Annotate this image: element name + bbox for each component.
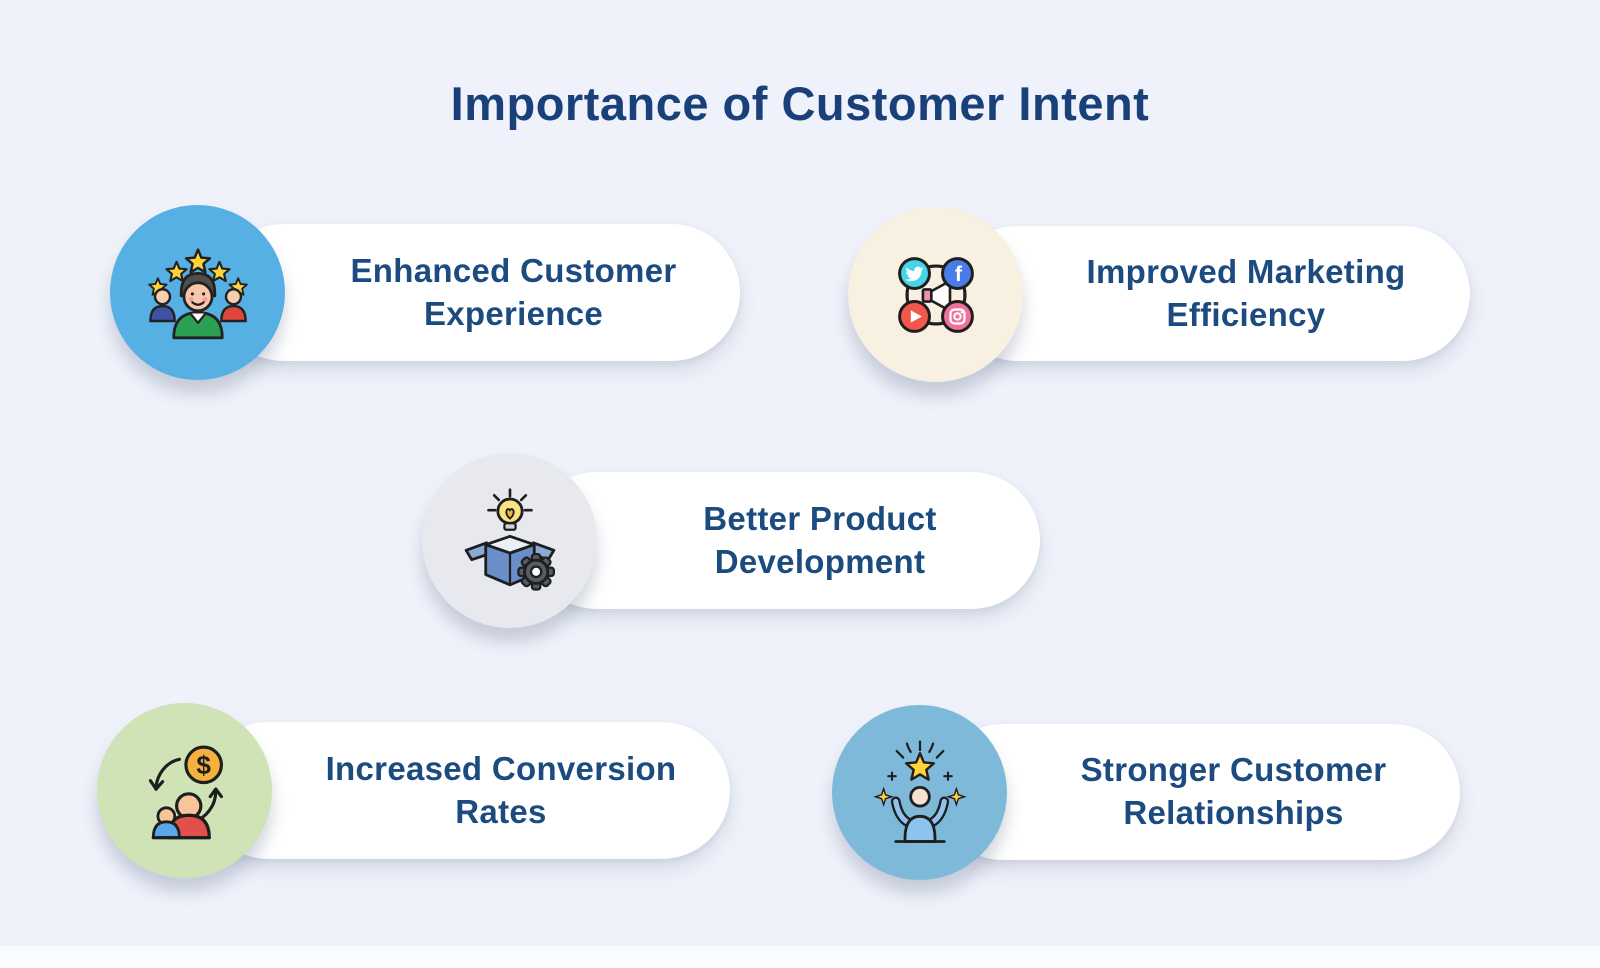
label-pill: Enhanced Customer Experience [215,224,740,361]
icon-circle [110,205,285,380]
label-pill: Better Product Development [528,472,1040,609]
person-celebration-star-icon [874,740,965,843]
benefit-label: Better Product Development [703,499,937,580]
icon-circle: f [848,207,1023,382]
svg-text:$: $ [196,750,211,780]
idea-box-gear-icon [464,487,555,591]
benefit-label: Improved Marketing Efficiency [1086,252,1406,333]
icon-circle: $ [97,703,272,878]
benefit-label: Enhanced Customer Experience [350,251,677,332]
label-pill: Stronger Customer Relationships [935,724,1460,860]
page-title: Importance of Customer Intent [450,77,1150,130]
svg-text:f: f [954,262,962,286]
bottom-strip [0,946,1600,968]
icon-circle [832,705,1007,880]
icon-circle [422,453,597,628]
label-pill: Increased Conversion Rates [200,722,730,859]
customer-stars-icon [147,247,248,339]
label-pill: Improved Marketing Efficiency [950,226,1470,361]
people-dollar-cycle-icon: $ [148,745,223,839]
benefit-label: Stronger Customer Relationships [1080,751,1387,831]
benefit-label: Increased Conversion Rates [325,749,677,830]
social-media-megaphone-icon: f [897,256,974,333]
